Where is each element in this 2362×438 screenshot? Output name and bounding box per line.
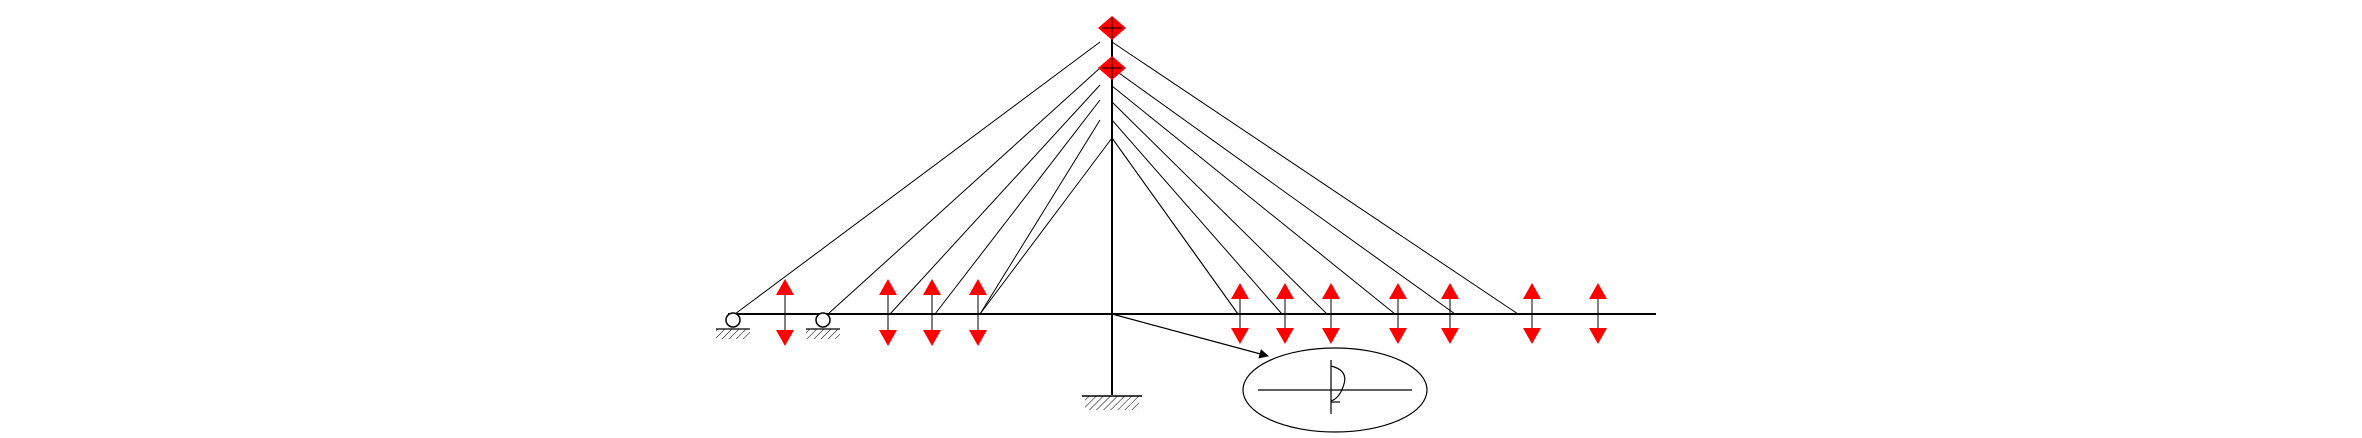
- double-arrow-icon: [879, 279, 897, 295]
- double-arrow-icon: [1589, 328, 1607, 344]
- cable-left-4: [934, 99, 1101, 315]
- double-arrow-icon: [776, 330, 794, 346]
- cable-left-5: [979, 119, 1101, 315]
- tower-base-hatch: [1085, 396, 1139, 410]
- cable-center-left: [979, 137, 1113, 315]
- double-arrow-icon: [969, 330, 987, 346]
- double-arrow-icon: [1589, 283, 1607, 299]
- double-arrow-icon: [776, 279, 794, 295]
- support-middle: [806, 312, 840, 339]
- double-arrow-icon: [1231, 283, 1249, 299]
- double-arrow-icon: [1322, 283, 1340, 299]
- tower-load-arrows-top: [1098, 16, 1126, 40]
- double-arrow-icon: [1276, 328, 1294, 344]
- double-arrow-icon: [1389, 283, 1407, 299]
- double-arrow-icon: [1441, 283, 1459, 299]
- cable-left-2: [827, 67, 1101, 315]
- double-arrow-icon: [923, 279, 941, 295]
- double-arrow-icon: [1276, 283, 1294, 299]
- support-left: [716, 312, 750, 339]
- double-arrow-icon: [1441, 328, 1459, 344]
- cable-right-4: [1111, 101, 1328, 315]
- cable-right-1: [1111, 41, 1519, 315]
- double-arrow-icon: [1231, 328, 1249, 344]
- double-arrow-icon: [879, 330, 897, 346]
- double-arrow-icon: [1523, 328, 1541, 344]
- cable-left-1: [734, 41, 1101, 315]
- cable-center-right: [1111, 137, 1239, 315]
- double-arrow-icon: [923, 330, 941, 346]
- cables-group: [734, 41, 1519, 315]
- double-arrow-icon: [969, 279, 987, 295]
- detail-pointer: [1111, 313, 1269, 359]
- deck-load-arrows: [776, 279, 1607, 346]
- cable-right-2: [1111, 67, 1456, 315]
- cable-right-3: [1111, 85, 1396, 315]
- hinge-detail-callout: [1242, 347, 1428, 433]
- tower-load-arrows-mid: [1098, 56, 1126, 80]
- double-arrow-icon: [1322, 328, 1340, 344]
- cable-right-5: [1111, 119, 1283, 315]
- cable-left-3: [889, 84, 1101, 315]
- double-arrow-icon: [1523, 283, 1541, 299]
- double-arrow-icon: [1389, 328, 1407, 344]
